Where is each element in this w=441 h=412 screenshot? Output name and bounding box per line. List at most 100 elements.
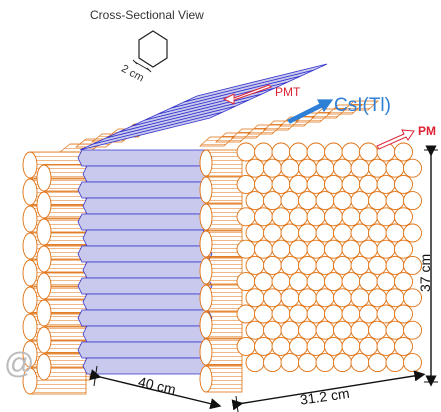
- height-label: 37 cm: [417, 254, 433, 292]
- pmt-face-circle: [333, 353, 352, 373]
- pmt-face-circle: [368, 288, 387, 308]
- pmt-face-circle: [368, 223, 387, 243]
- pmt-face-circle: [333, 158, 352, 178]
- csi-crystal-top: [183, 63, 328, 103]
- pmt-face-circle: [341, 304, 361, 324]
- pmt-face-circle: [385, 320, 405, 340]
- pmt-face-circle: [298, 158, 317, 178]
- pmt-top-cylinder: [343, 100, 379, 111]
- pmt-face-circle: [315, 288, 335, 308]
- pmt-face-circle: [280, 255, 300, 275]
- pm-label: PM: [418, 124, 436, 138]
- pmt-face-circle: [341, 142, 361, 162]
- pmt-face-circle: [236, 272, 256, 292]
- pmt-face-circle: [376, 272, 396, 292]
- csi-crystal-bar: [82, 325, 208, 343]
- pmt-face-circle: [298, 320, 317, 340]
- pmt-face-circle: [289, 239, 308, 259]
- pmt-face-circle: [280, 288, 300, 308]
- pmt-face-circle: [324, 174, 343, 194]
- csi-crystal-bar: [82, 261, 208, 279]
- pmt-face-circle: [359, 304, 378, 324]
- pmt-face-circle: [341, 336, 361, 356]
- pmt-face-circle: [280, 191, 300, 211]
- pmt-face-circle: [394, 272, 413, 292]
- pmt-face-circle: [254, 174, 273, 194]
- pmt-face-circle: [254, 336, 273, 356]
- pmt-face-circle: [245, 158, 265, 178]
- pmt-side-cylinder: [36, 191, 91, 219]
- pmt-face-circle: [315, 158, 335, 178]
- pmt-face-circle: [341, 239, 361, 259]
- pmt-face-circle: [306, 142, 326, 162]
- pmt-face-circle: [359, 336, 378, 356]
- pmt-face-circle: [368, 158, 387, 178]
- pmt-face-circle: [333, 191, 352, 211]
- pmt-face-circle: [289, 174, 308, 194]
- csi-crystal-bar: [82, 197, 208, 215]
- pmt-face-circle: [254, 272, 273, 292]
- pmt-face-circle: [403, 158, 422, 178]
- pmt-face-circle: [333, 320, 352, 340]
- pmt-face-circle: [263, 255, 282, 275]
- pmt-face-circle: [315, 320, 335, 340]
- pmt-face-circle: [245, 320, 265, 340]
- watermark: @: [4, 347, 34, 380]
- pmt-face-circle: [271, 207, 291, 227]
- pmt-face-circle: [376, 304, 396, 324]
- pmt-side-cylinder: [199, 203, 243, 231]
- pmt-face-circle: [403, 320, 422, 340]
- pmt-face-circle: [271, 304, 291, 324]
- pmt-face-circle: [271, 336, 291, 356]
- length-label: 40 cm: [137, 373, 178, 397]
- cross-section-title: Cross-Sectional View: [90, 8, 204, 22]
- pmt-face-circle: [289, 336, 308, 356]
- pmt-face-circle: [403, 353, 422, 373]
- pmt-face-circle: [254, 142, 273, 162]
- pmt-side-cylinder: [199, 176, 243, 204]
- hexagon-cross-section: [138, 30, 168, 68]
- pmt-face-circle: [333, 288, 352, 308]
- pmt-face-circle: [263, 191, 282, 211]
- csi-crystal-bar: [77, 341, 213, 359]
- csi-crystal-bar: [82, 229, 208, 247]
- pmt-face-circle: [376, 174, 396, 194]
- pmt-face-circle: [394, 336, 413, 356]
- pmt-face-circle: [341, 272, 361, 292]
- pmt-face-circle: [289, 142, 308, 162]
- pmt-front-face: [236, 142, 422, 373]
- pmt-face-circle: [376, 239, 396, 259]
- pmt-side-cylinder: [199, 284, 243, 312]
- pmt-face-circle: [245, 353, 265, 373]
- pmt-face-circle: [385, 255, 405, 275]
- pmt-face-circle: [315, 353, 335, 373]
- pmt-face-circle: [385, 191, 405, 211]
- csi-crystal-top: [131, 87, 276, 127]
- pmt-face-circle: [350, 288, 370, 308]
- pmt-face-circle: [271, 142, 291, 162]
- pmt-side-cylinder: [199, 365, 243, 393]
- pmt-label: PMT: [275, 85, 301, 99]
- pmt-face-circle: [333, 223, 352, 243]
- pmt-face-circle: [306, 174, 326, 194]
- csi-crystal-bar: [77, 181, 213, 199]
- pmt-face-circle: [350, 255, 370, 275]
- csi-crystal-block: [77, 63, 328, 393]
- pmt-face-circle: [263, 288, 282, 308]
- pmt-face-circle: [385, 353, 405, 373]
- width-dimension: [231, 370, 426, 412]
- height-dimension: [424, 145, 438, 387]
- pmt-face-circle: [263, 353, 282, 373]
- pmt-face-circle: [236, 336, 256, 356]
- pmt-face-circle: [403, 223, 422, 243]
- pmt-face-circle: [280, 353, 300, 373]
- pmt-face-circle: [368, 353, 387, 373]
- pmt-face-circle: [403, 288, 422, 308]
- pmt-face-circle: [324, 272, 343, 292]
- pmt-face-circle: [394, 142, 413, 162]
- pmt-face-circle: [306, 239, 326, 259]
- pmt-face-circle: [306, 272, 326, 292]
- csi-crystal-bar: [82, 357, 208, 375]
- csi-arrow: [287, 99, 334, 124]
- pmt-face-circle: [245, 288, 265, 308]
